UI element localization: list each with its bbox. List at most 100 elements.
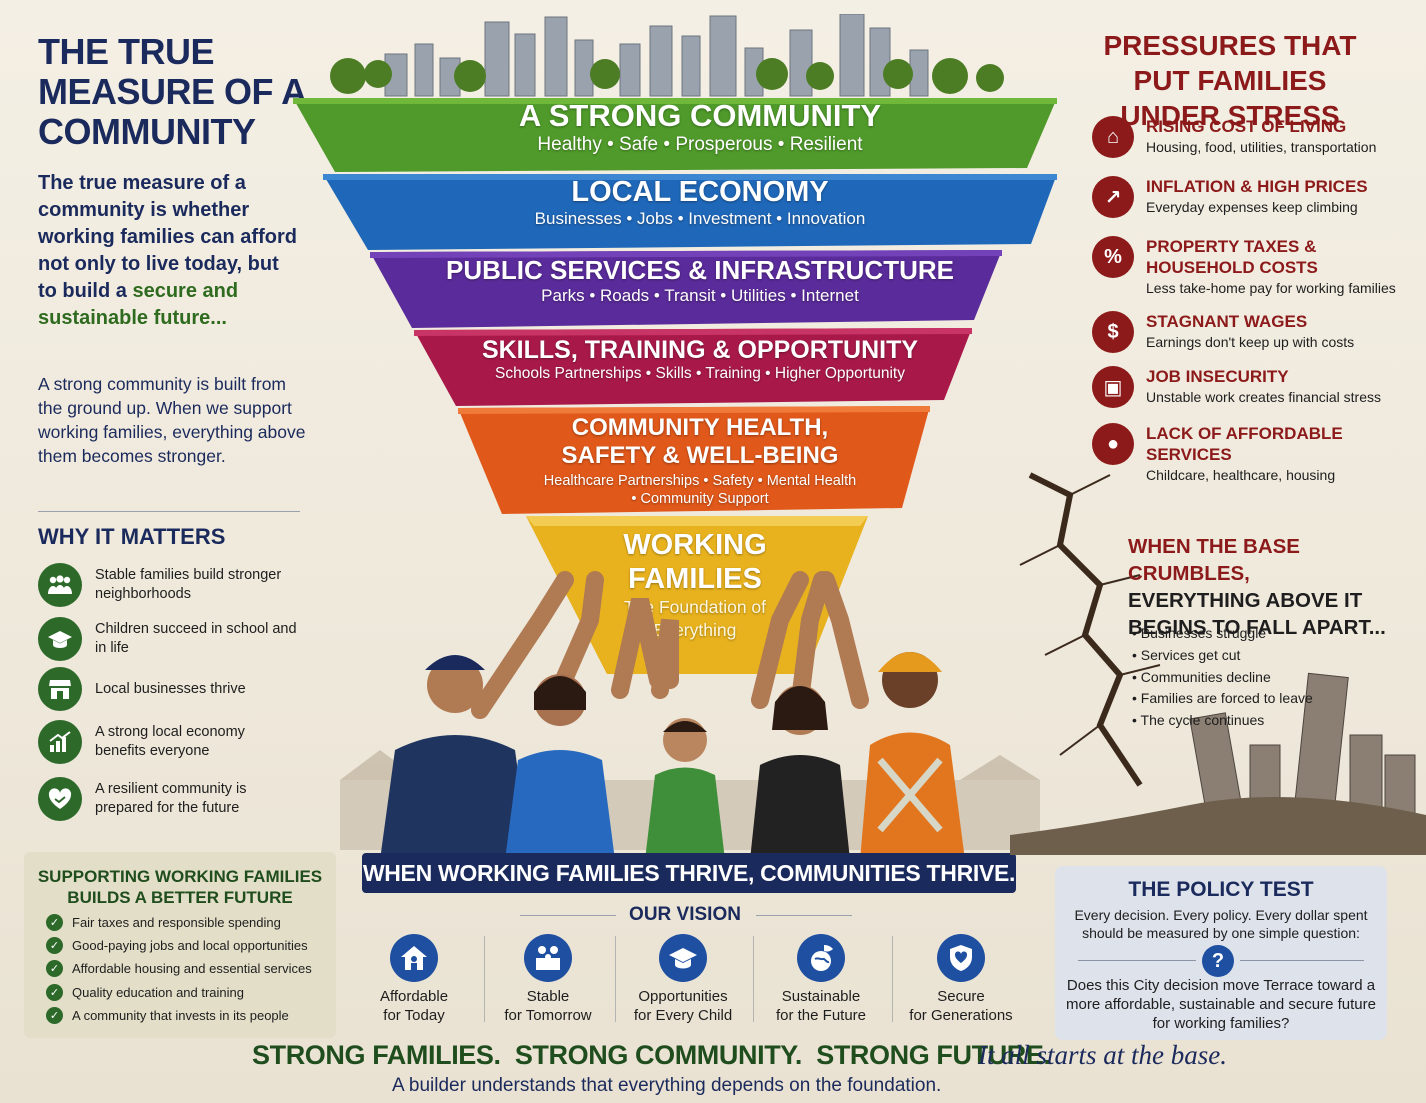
tier-public-services — [370, 250, 1002, 328]
pressure-title: STAGNANT WAGES — [1146, 312, 1308, 331]
tier-health — [458, 406, 930, 514]
tier-label: PUBLIC SERVICES & INFRASTRUCTURE Parks •… — [440, 255, 960, 306]
thrive-banner: WHEN WORKING FAMILIES THRIVE, COMMUNITIE… — [362, 853, 1016, 893]
pressure-item: ⌂ RISING COST OF LIVING Housing, food, ut… — [1092, 116, 1412, 158]
why-it-matters-heading: WHY IT MATTERS — [38, 524, 226, 549]
crumbling-city-illustration — [1010, 472, 1426, 855]
trees — [330, 58, 1004, 94]
question-mark-icon: ? — [1202, 945, 1234, 977]
tier-label: SKILLS, TRAINING & OPPORTUNITY Schools P… — [460, 336, 940, 383]
pressure-desc: Less take-home pay for working families — [1146, 280, 1396, 296]
check-icon: ✓ — [46, 984, 63, 1001]
pressure-desc: Everyday expenses keep climbing — [1146, 199, 1358, 215]
pressure-title: JOB INSECURITY — [1146, 367, 1289, 386]
divider — [756, 915, 852, 916]
why-item-text: A resilient community is prepared for th… — [95, 781, 247, 816]
house-icon: ⌂ — [1092, 116, 1134, 158]
support-item: ✓Affordable housing and essential servic… — [46, 960, 336, 977]
graduation-cap-icon — [659, 934, 707, 982]
pressure-desc: Housing, food, utilities, transportation — [1146, 139, 1377, 155]
tier-label: LOCAL ECONOMY Businesses • Jobs • Invest… — [440, 176, 960, 229]
pressure-desc: Childcare, healthcare, housing — [1146, 467, 1336, 483]
divider — [520, 915, 616, 916]
crumble-item: • The cycle continues — [1132, 712, 1265, 728]
footer-subtitle: A builder understands that everything de… — [392, 1075, 942, 1096]
intro-statement: The true measure of a community is wheth… — [38, 170, 298, 332]
divider — [753, 936, 754, 1022]
crumble-item: • Services get cut — [1132, 647, 1241, 663]
tier-subtitle: Businesses • Jobs • Investment • Innovat… — [534, 209, 866, 228]
support-item-text: Good-paying jobs and local opportunities — [72, 938, 308, 953]
percent-icon: % — [1092, 236, 1134, 278]
tier-title: COMMUNITY HEALTH, SAFETY & WELL-BEING — [561, 414, 839, 469]
support-item: ✓ Quality education and training — [46, 984, 336, 1001]
ground-up-text: A strong community is built from the gro… — [38, 374, 306, 466]
tier-subtitle: Schools Partnerships • Skills • Training… — [495, 365, 905, 382]
divider — [38, 511, 300, 512]
vision-heading: OUR VISION — [629, 904, 741, 925]
pressure-item: ▣ JOB INSECURITY Unstable work creates fi… — [1092, 366, 1412, 408]
intro-highlight: secure and sustainable future... — [38, 280, 239, 329]
storefront-icon — [38, 667, 82, 711]
family-icon — [38, 563, 82, 607]
tier-title: PUBLIC SERVICES & INFRASTRUCTURE — [445, 255, 954, 285]
heart-handshake-icon — [38, 777, 82, 821]
pressure-title: INFLATION & HIGH PRICES — [1146, 177, 1368, 196]
crumble-heading-line1: WHEN THE BASE CRUMBLES, — [1128, 535, 1300, 585]
support-item: ✓Good-paying jobs and local opportunitie… — [46, 937, 336, 954]
why-item-text: A strong local economy benefits everyone — [95, 724, 245, 759]
why-item: Stable families build stronger neighborh… — [38, 561, 298, 609]
policy-test-heading: THE POLICY TEST — [1128, 878, 1314, 901]
intro-text: The true measure of a community is wheth… — [38, 172, 297, 302]
tier-strong-community — [293, 98, 1057, 172]
tier-skills — [414, 328, 972, 406]
city-skyline — [384, 14, 929, 97]
support-item: ✓ Fair taxes and responsible spending — [46, 914, 336, 931]
families-lifting-illustration — [340, 560, 1040, 860]
people-icon — [524, 934, 572, 982]
footer-script-tagline: It all starts at the base. — [978, 1040, 1227, 1070]
pressure-desc: Unstable work creates financial stress — [1146, 389, 1381, 405]
crumble-heading: WHEN THE BASE CRUMBLES, EVERYTHING ABOVE… — [1128, 533, 1398, 641]
rising-chart-icon: ↗ — [1092, 176, 1134, 218]
tier-title: LOCAL ECONOMY — [571, 176, 829, 208]
crumble-heading-line2: EVERYTHING ABOVE IT BEGINS TO FALL APART… — [1128, 589, 1386, 639]
tier-local-economy — [323, 174, 1057, 250]
pressure-desc: Earnings don't keep up with costs — [1146, 334, 1355, 350]
why-item-text: Stable families build stronger neighborh… — [95, 567, 282, 602]
support-panel — [24, 852, 336, 1038]
divider — [615, 936, 616, 1022]
graduation-cap-icon — [38, 617, 82, 661]
policy-test-text: Every decision. Every policy. Every doll… — [1074, 907, 1368, 941]
briefcase-icon: ▣ — [1092, 366, 1134, 408]
check-icon: ✓ — [46, 1007, 63, 1024]
why-item-text: Children succeed in school and in life — [95, 621, 297, 656]
support-item-text: Quality education and training — [72, 985, 245, 1000]
support-item-text: Affordable housing and essential service… — [72, 961, 312, 976]
tier-label: COMMUNITY HEALTH, SAFETY & WELL-BEING He… — [540, 414, 860, 508]
pressure-title: RISING COST OF LIVING — [1146, 117, 1347, 136]
support-item-text: A community that invests in its people — [72, 1008, 289, 1023]
tier-subtitle: Parks • Roads • Transit • Utilities • In… — [541, 286, 859, 305]
divider — [484, 936, 485, 1022]
why-item: Local businesses thrive — [38, 665, 298, 713]
support-item-text: Fair taxes and responsible spending — [72, 915, 281, 930]
why-item: Children succeed in school and in life — [38, 615, 298, 663]
tier-title: WORKING FAMILIES — [623, 529, 767, 595]
why-item-text: Local businesses thrive — [95, 680, 246, 697]
person-icon: ● — [1092, 423, 1134, 465]
tier-title: SKILLS, TRAINING & OPPORTUNITY — [481, 336, 919, 364]
pressures-heading: PRESSURES THAT PUT FAMILIES UNDER STRESS — [1103, 30, 1357, 131]
check-icon: ✓ — [46, 914, 63, 931]
